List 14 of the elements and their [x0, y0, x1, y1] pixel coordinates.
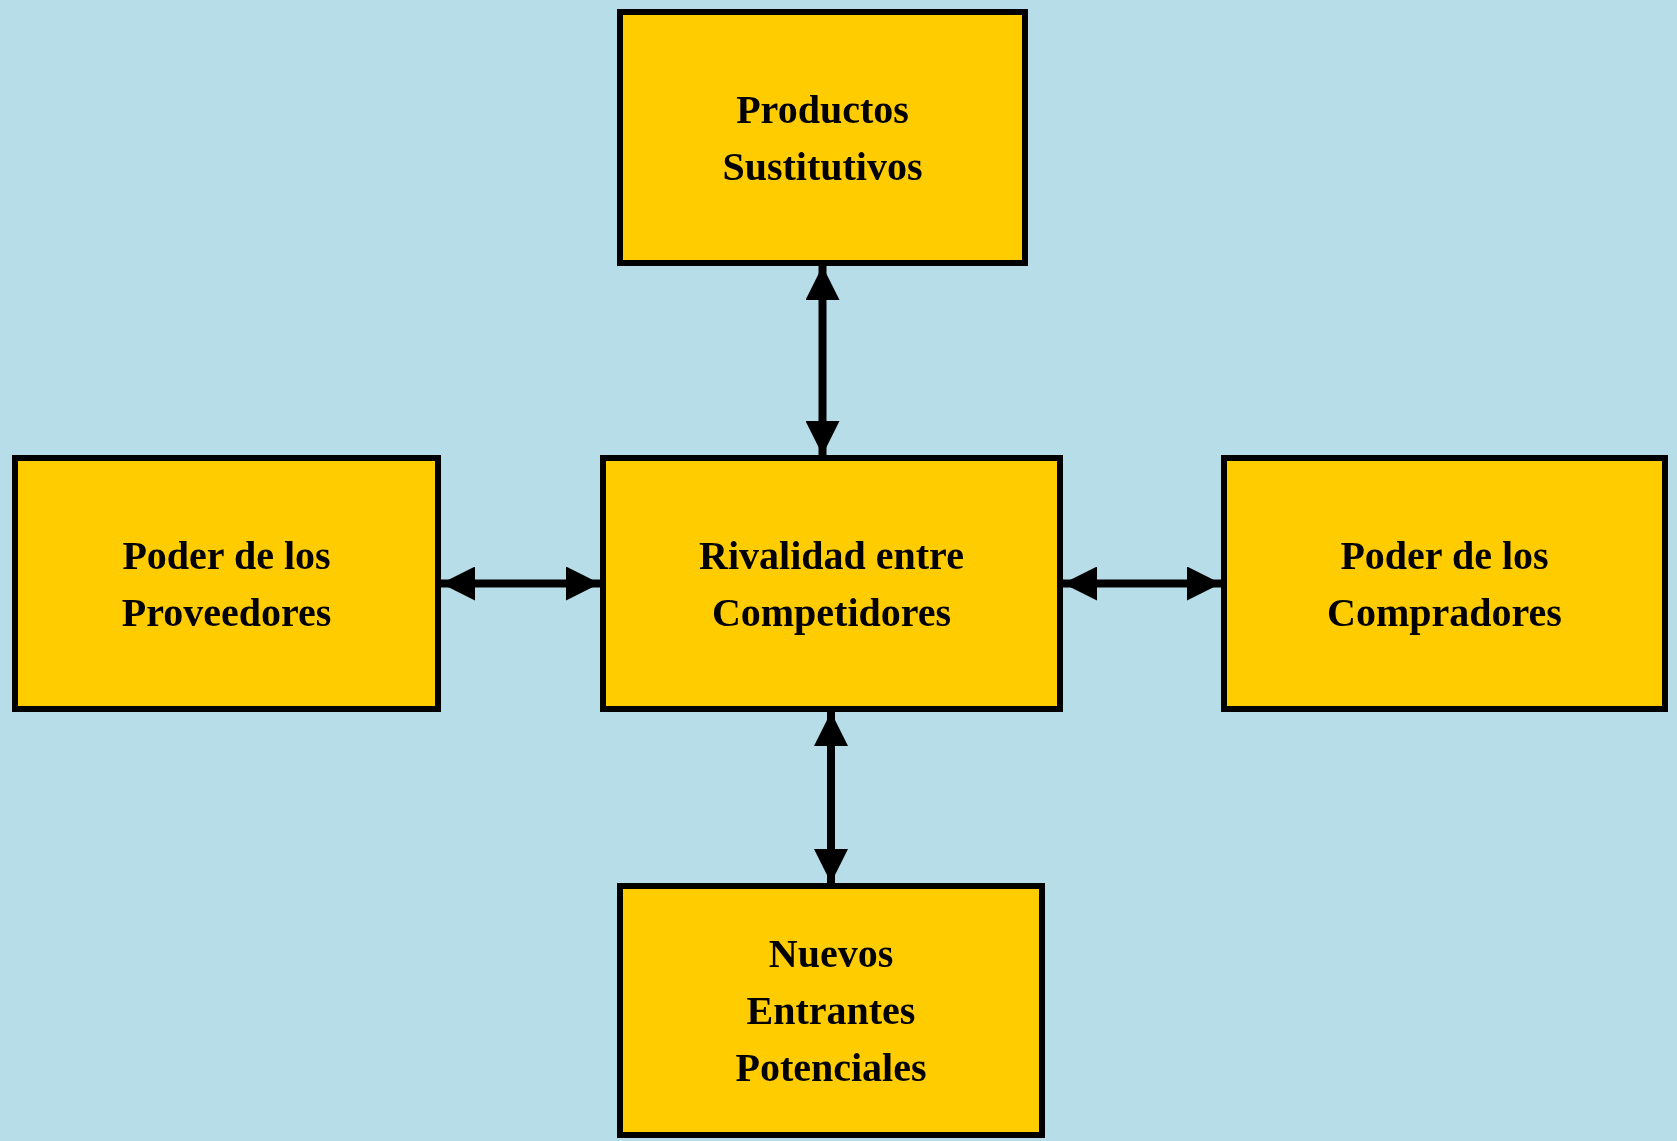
- double-arrow: [1063, 566, 1221, 601]
- box-label: Poder de los Proveedores: [120, 531, 333, 637]
- box-label: Productos Sustitutivos: [721, 85, 924, 191]
- double-arrow: [814, 712, 848, 883]
- box-label: Rivalidad entre Competidores: [698, 531, 965, 637]
- force-box: [617, 883, 1045, 1138]
- double-arrow: [805, 266, 840, 455]
- force-box: [617, 9, 1028, 266]
- double-arrow: [441, 566, 600, 601]
- force-box: [600, 455, 1063, 712]
- box-label: Poder de los Compradores: [1326, 531, 1563, 637]
- box-label: Nuevos Entrantes Potenciales: [734, 930, 928, 1092]
- force-box: [12, 455, 441, 712]
- force-box: [1221, 455, 1668, 712]
